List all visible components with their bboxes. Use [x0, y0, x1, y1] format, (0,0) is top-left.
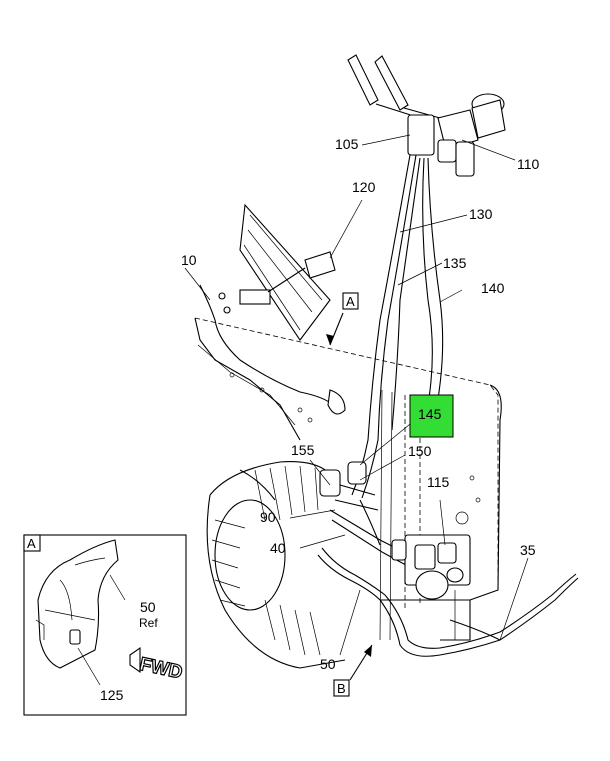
mirror-assembly	[199, 203, 339, 411]
callout-50-inset[interactable]: 50	[140, 599, 156, 615]
callout-155[interactable]: 155	[291, 442, 315, 458]
cab-panel	[194, 317, 502, 641]
callout-110[interactable]: 110	[517, 156, 540, 172]
callout-140[interactable]: 140	[481, 280, 505, 296]
callout-35[interactable]: 35	[520, 542, 536, 558]
control-cables	[351, 154, 444, 499]
callout-50[interactable]: 50	[320, 656, 336, 672]
highlight-145-box[interactable]	[409, 394, 454, 438]
ref-label: Ref	[139, 616, 158, 630]
callout-40[interactable]: 40	[270, 540, 286, 556]
cable-35	[439, 573, 579, 656]
leader-lines	[184, 134, 529, 681]
callout-115[interactable]: 115	[427, 474, 450, 490]
valve-block	[391, 534, 471, 600]
callout-labels: 105 110 120 130 135 140 10 145 155 150 1…	[181, 136, 540, 672]
fwd-label: FWD	[138, 654, 185, 684]
svg-text:B: B	[337, 681, 346, 696]
callout-105[interactable]: 105	[335, 136, 359, 152]
view-label-a[interactable]: A	[342, 292, 359, 310]
view-label-b[interactable]: B	[333, 679, 350, 697]
inset-view-a: A 50 Ref 125 FWD	[23, 534, 187, 716]
wheel-fender	[206, 461, 346, 669]
callout-135[interactable]: 135	[443, 255, 467, 271]
callout-150[interactable]: 150	[408, 443, 432, 459]
callout-125[interactable]: 125	[100, 687, 124, 703]
callout-10[interactable]: 10	[181, 252, 197, 268]
callout-145[interactable]: 145	[418, 406, 442, 422]
fwd-arrow-icon: FWD	[129, 646, 185, 684]
inset-view-a-label: A	[27, 536, 36, 551]
callout-90[interactable]: 90	[260, 509, 276, 525]
valve-cluster	[319, 389, 381, 546]
svg-text:A: A	[346, 294, 355, 309]
callout-130[interactable]: 130	[469, 206, 493, 222]
callout-120[interactable]: 120	[352, 179, 376, 195]
control-levers	[347, 54, 506, 177]
